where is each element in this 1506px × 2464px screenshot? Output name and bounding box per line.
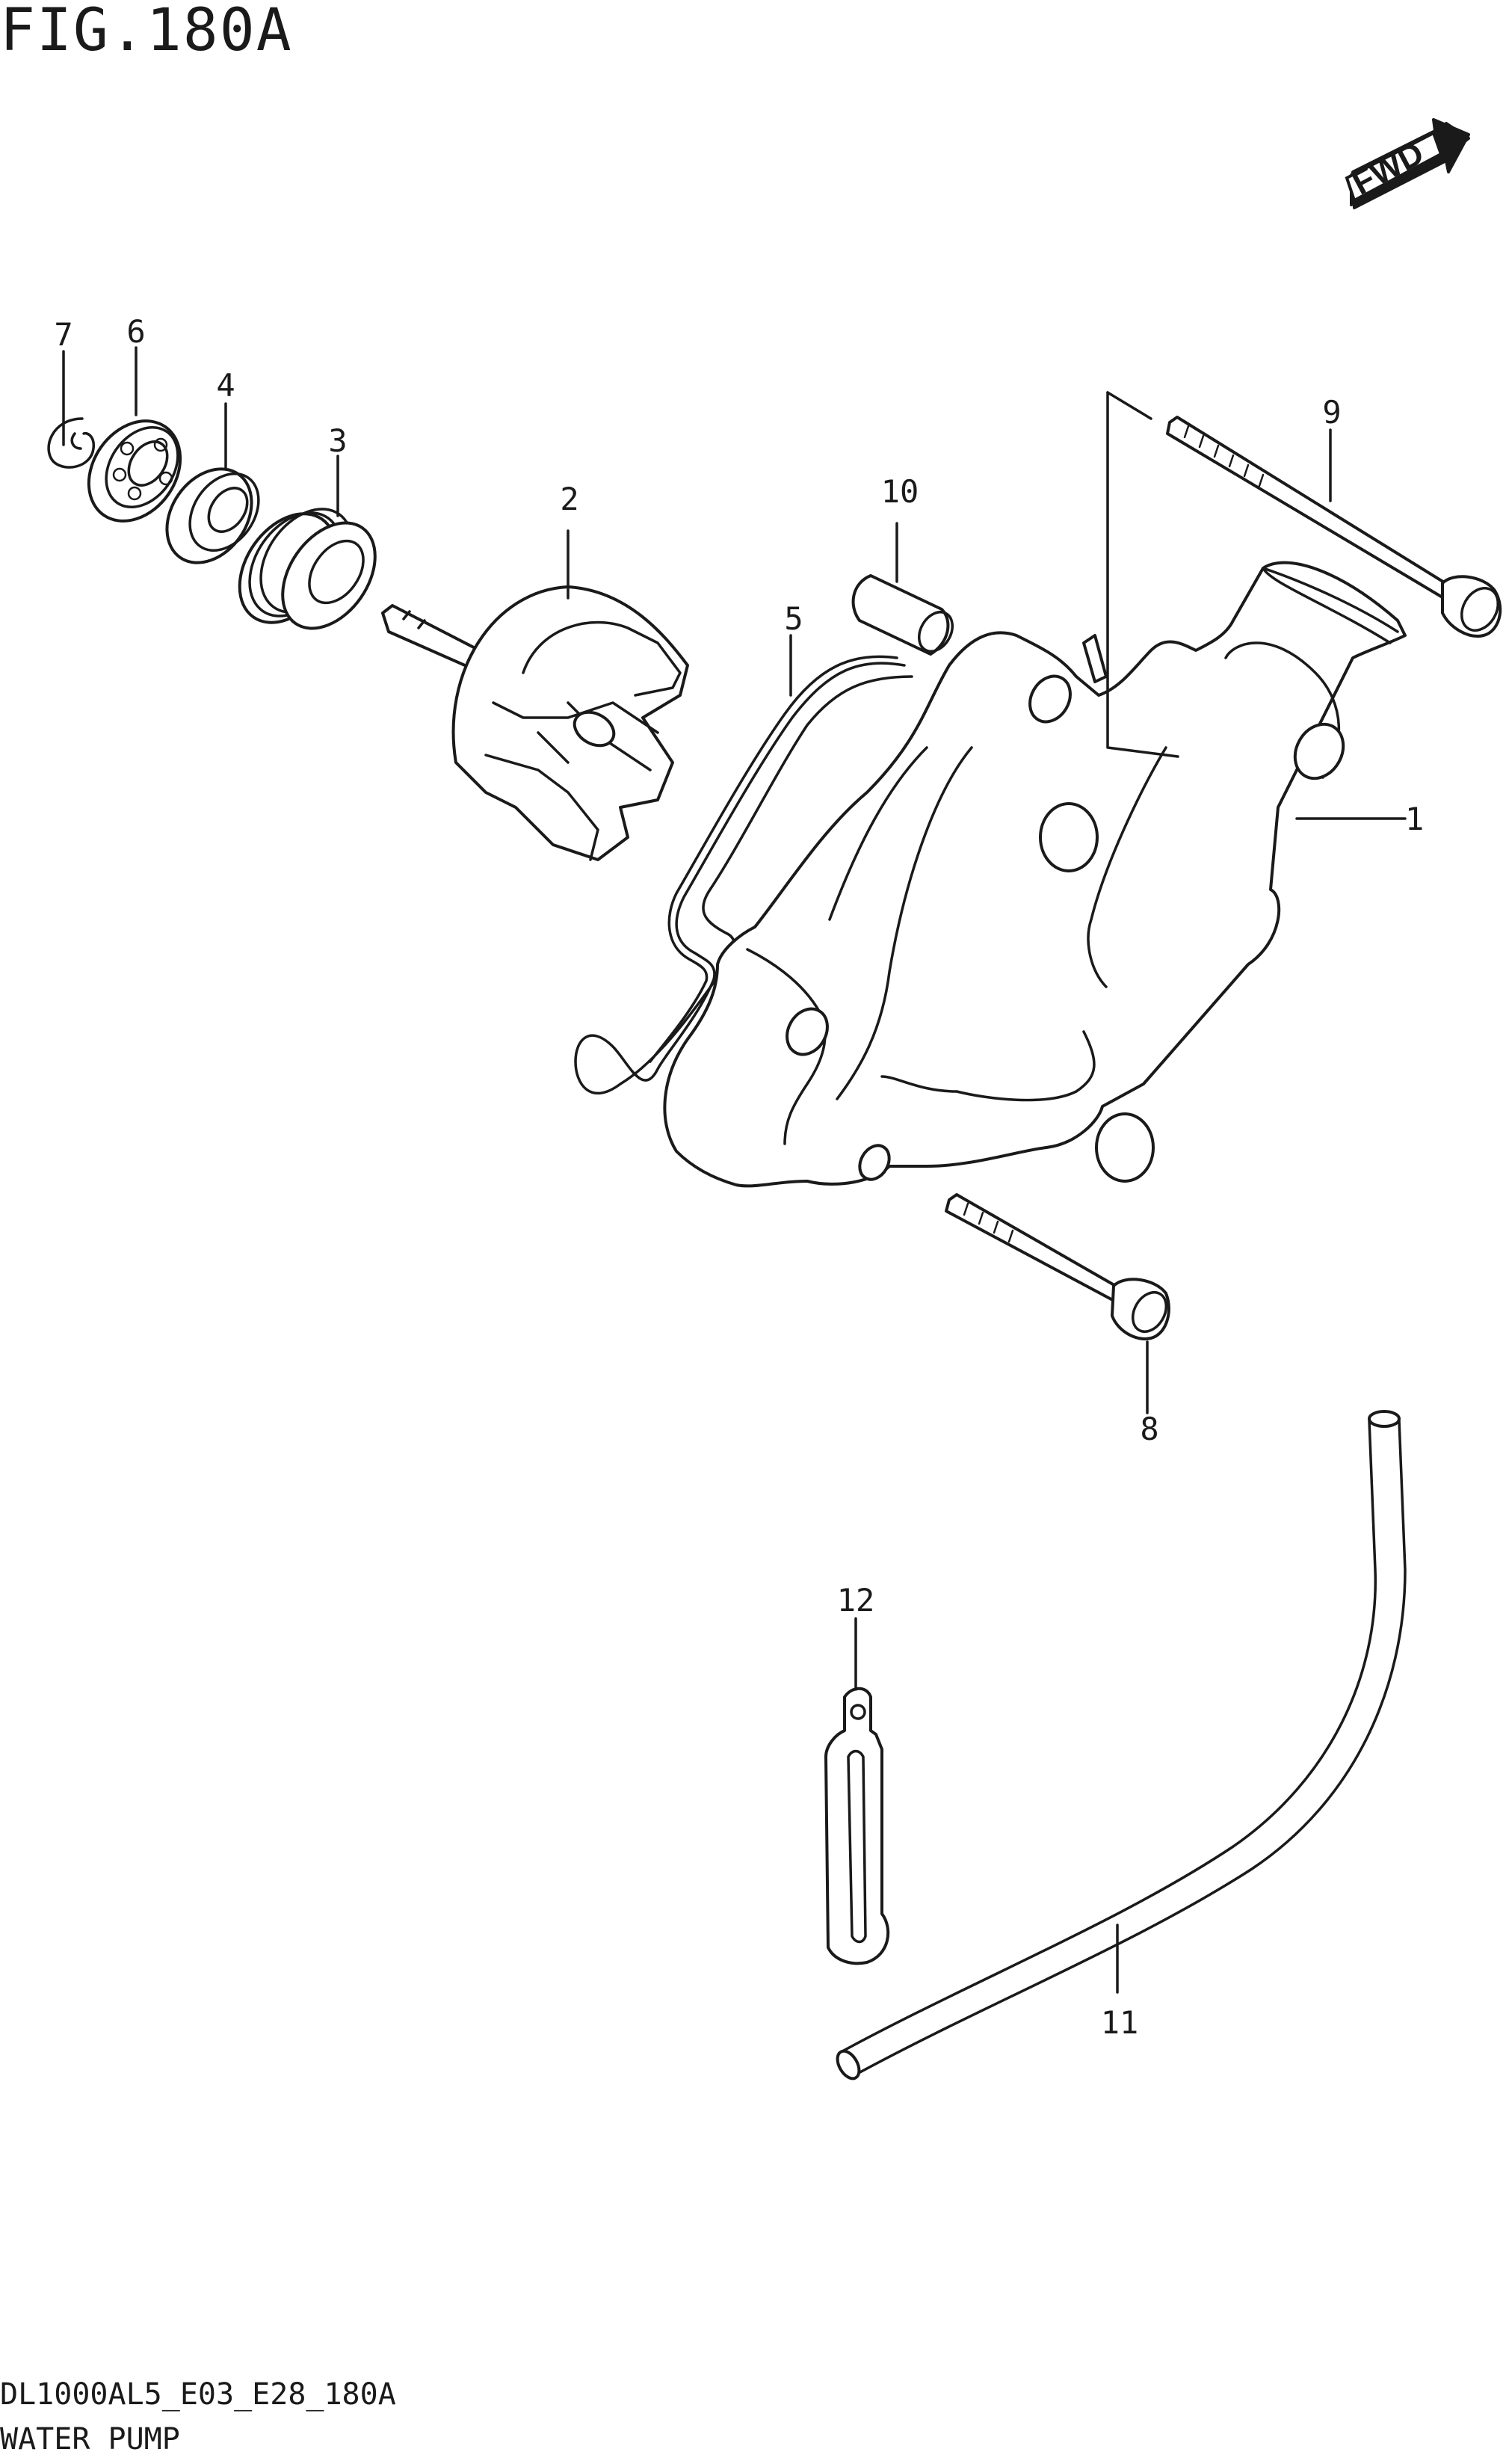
hose-part[interactable] bbox=[833, 1410, 1407, 2082]
bearing-part[interactable] bbox=[70, 403, 200, 538]
callout-8: 8 bbox=[1140, 1411, 1158, 1447]
callout-12: 12 bbox=[837, 1582, 875, 1618]
figure-name: WATER PUMP bbox=[0, 2422, 180, 2457]
figure-title: FIG.180A bbox=[0, 0, 293, 64]
callout-7: 7 bbox=[54, 316, 72, 353]
callout-4: 4 bbox=[216, 367, 235, 404]
callout-1: 1 bbox=[1405, 801, 1424, 837]
callout-3: 3 bbox=[328, 422, 347, 459]
fwd-arrow-icon: FWD bbox=[1345, 118, 1470, 209]
leader-9-branch-top bbox=[1106, 391, 1152, 420]
oil-seal-part[interactable] bbox=[149, 453, 273, 579]
callout-11: 11 bbox=[1101, 2004, 1139, 2041]
figure-code: DL1000AL5_E03_E28_180A bbox=[0, 2377, 396, 2412]
hose-clamp-part[interactable] bbox=[824, 1687, 890, 1965]
o-ring-part[interactable] bbox=[574, 655, 913, 1095]
circlip-part[interactable] bbox=[47, 417, 96, 469]
mechanical-seal-part[interactable] bbox=[220, 492, 394, 646]
callout-9: 9 bbox=[1322, 394, 1341, 431]
long-bolt-part[interactable] bbox=[1166, 416, 1505, 638]
leader-9-branch bbox=[1106, 391, 1179, 758]
short-bolt-part[interactable] bbox=[945, 1193, 1173, 1340]
water-pump-case-part[interactable] bbox=[663, 561, 1407, 1188]
leader-lines bbox=[62, 346, 1407, 1994]
dowel-pin-part[interactable] bbox=[851, 574, 960, 657]
callout-5: 5 bbox=[784, 600, 803, 637]
callout-6: 6 bbox=[126, 313, 145, 350]
callout-10: 10 bbox=[881, 473, 919, 510]
callout-2: 2 bbox=[560, 481, 578, 517]
impeller-part[interactable] bbox=[381, 585, 689, 861]
